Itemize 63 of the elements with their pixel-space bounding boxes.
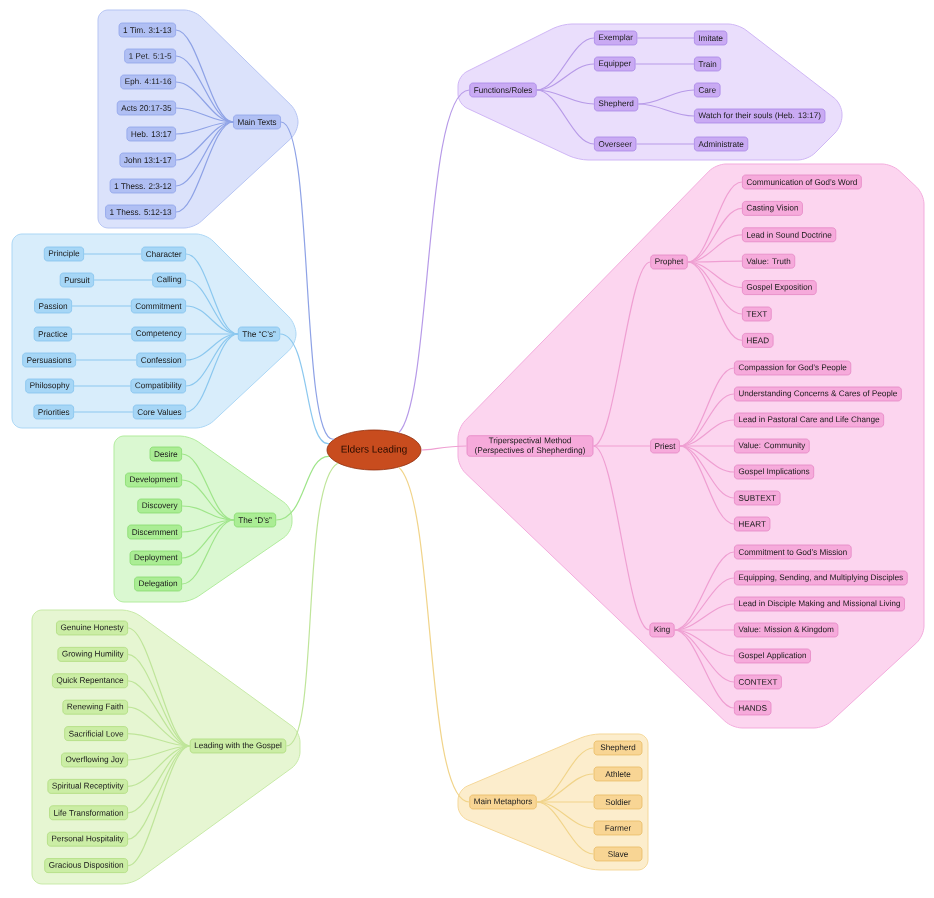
connector-line [674,629,735,657]
connector-line [175,55,234,123]
connector-line [536,89,595,145]
connector-line [181,519,235,559]
connector-line [285,462,339,747]
connector-line [280,121,335,440]
connector-line [127,653,191,747]
connector-line [275,455,330,521]
connector-line [679,393,735,447]
connector-line [185,253,239,335]
connector-line [175,121,234,187]
connector-line [637,89,695,105]
connector-line [127,627,191,747]
connector-line [185,333,239,361]
connector-line [536,801,595,855]
connector-line [674,551,735,631]
connector-line [679,445,735,473]
connector-line [687,261,743,289]
connector-line [536,747,595,803]
connector-line [420,445,468,451]
connector-line [679,445,735,499]
connector-line [674,629,735,709]
connector-line [536,89,595,105]
connector-line [127,745,191,840]
connector-line [636,37,695,39]
connector-line [592,445,651,631]
connector-line [73,385,132,387]
connector-line [175,121,234,135]
connector-line [536,801,595,829]
connector-line [637,103,695,117]
connector-line [279,333,330,445]
connector-line [181,519,235,533]
connector-line [73,411,134,413]
connector-line [592,261,651,447]
connector-line [634,63,695,65]
connector-line [181,453,235,521]
connector-line [185,279,239,335]
connector-line [185,333,239,413]
connector-line [679,445,735,525]
connector-line [687,181,743,263]
connector-line [127,745,191,761]
connector-line [93,279,153,281]
connector-line [175,121,234,213]
connector-line [75,359,137,361]
connector-line [175,121,234,161]
connector-line [175,29,234,123]
connector-line [687,261,743,341]
connector-line [687,261,743,315]
connector-line [181,519,235,585]
connector-line [71,333,132,335]
connector-line [83,253,142,255]
connector-line [175,107,234,123]
connector-line [181,505,235,521]
connector-line [679,367,735,447]
connector-line [536,63,595,91]
connector-line [127,680,191,747]
connector-line [71,305,132,307]
connector-line [635,143,695,145]
connector-line [674,577,735,631]
connector-line [687,207,743,263]
connector-line [674,629,735,683]
connector-line [127,745,191,867]
connector-line [536,37,595,91]
